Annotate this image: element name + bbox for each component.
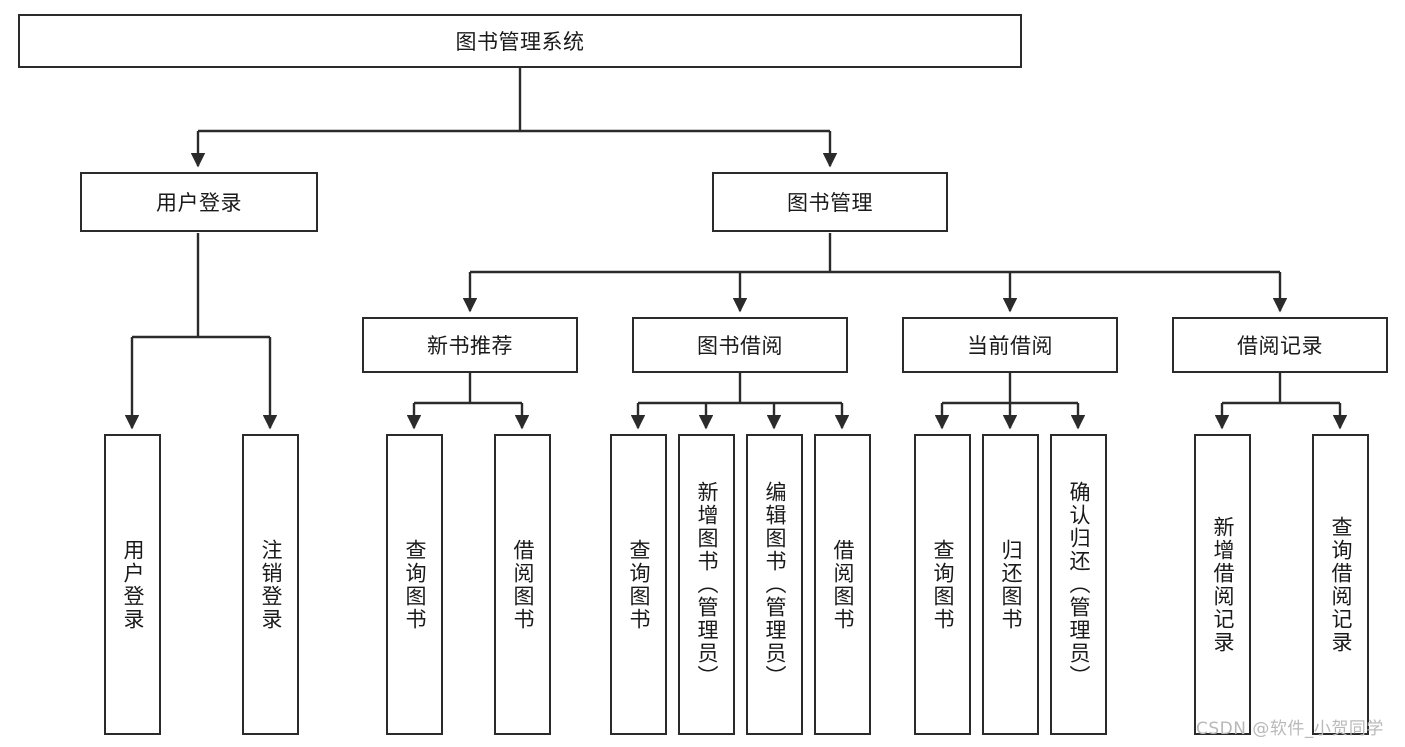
- node-book-borrow[interactable]: 图书借阅: [632, 317, 848, 373]
- node-label: 新增借阅记录: [1210, 515, 1235, 654]
- node-label: 当前借阅: [967, 334, 1053, 358]
- node-label: 图书管理: [787, 191, 873, 215]
- leaf-add-book-admin[interactable]: 新增图书（管理员）: [678, 434, 735, 735]
- leaf-borrow-book-recommend[interactable]: 借阅图书: [494, 434, 551, 735]
- node-label: 新书推荐: [427, 334, 513, 358]
- node-new-book-recommend[interactable]: 新书推荐: [362, 317, 578, 373]
- leaf-add-borrow-record[interactable]: 新增借阅记录: [1194, 434, 1251, 735]
- node-label: 注销登录: [258, 538, 283, 631]
- leaf-query-book-recommend[interactable]: 查询图书: [386, 434, 443, 735]
- leaf-logout[interactable]: 注销登录: [242, 434, 299, 735]
- node-current-borrow[interactable]: 当前借阅: [902, 317, 1118, 373]
- node-label: 图书管理系统: [455, 30, 585, 54]
- node-label: 借阅记录: [1237, 334, 1323, 358]
- node-label: 归还图书: [998, 538, 1023, 631]
- leaf-query-book-current[interactable]: 查询图书: [914, 434, 971, 735]
- leaf-return-book[interactable]: 归还图书: [982, 434, 1039, 735]
- leaf-confirm-return-admin[interactable]: 确认归还（管理员）: [1050, 434, 1107, 735]
- node-borrow-record[interactable]: 借阅记录: [1172, 317, 1388, 373]
- node-label: 图书借阅: [697, 334, 783, 358]
- node-label: 编辑图书（管理员）: [762, 481, 787, 688]
- leaf-edit-book-admin[interactable]: 编辑图书（管理员）: [746, 434, 803, 735]
- node-user-login[interactable]: 用户登录: [80, 172, 318, 232]
- node-label: 借阅图书: [510, 538, 535, 631]
- node-label: 借阅图书: [830, 538, 855, 631]
- leaf-query-book-borrow[interactable]: 查询图书: [610, 434, 667, 735]
- node-book-management[interactable]: 图书管理: [712, 172, 948, 232]
- node-label: 用户登录: [120, 538, 145, 631]
- leaf-borrow-book[interactable]: 借阅图书: [814, 434, 871, 735]
- node-label: 查询借阅记录: [1328, 515, 1353, 654]
- leaf-query-borrow-record[interactable]: 查询借阅记录: [1312, 434, 1369, 735]
- node-root-book-management-system[interactable]: 图书管理系统: [18, 14, 1022, 68]
- node-label: 查询图书: [402, 538, 427, 631]
- leaf-user-login[interactable]: 用户登录: [104, 434, 161, 735]
- node-label: 用户登录: [156, 191, 242, 215]
- node-label: 确认归还（管理员）: [1066, 481, 1091, 688]
- node-label: 查询图书: [930, 538, 955, 631]
- node-label: 新增图书（管理员）: [694, 481, 719, 688]
- node-label: 查询图书: [626, 538, 651, 631]
- csdn-watermark: CSDN @软件_小贺同学: [1196, 719, 1384, 739]
